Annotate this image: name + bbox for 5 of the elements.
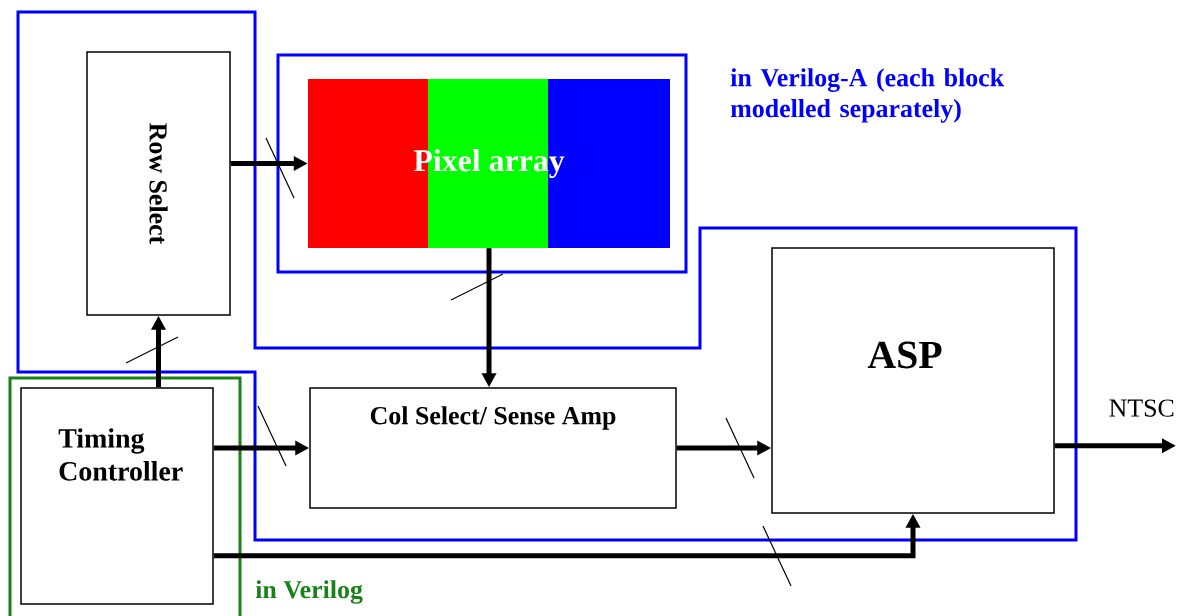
block-box: ASP (771, 247, 1055, 514)
block-box: Timing Controller (20, 387, 214, 605)
signal-label: NTSC (1109, 399, 1174, 417)
block-box: Row Select (86, 51, 231, 316)
block-box: Col Select/ Sense Amp (309, 387, 677, 509)
